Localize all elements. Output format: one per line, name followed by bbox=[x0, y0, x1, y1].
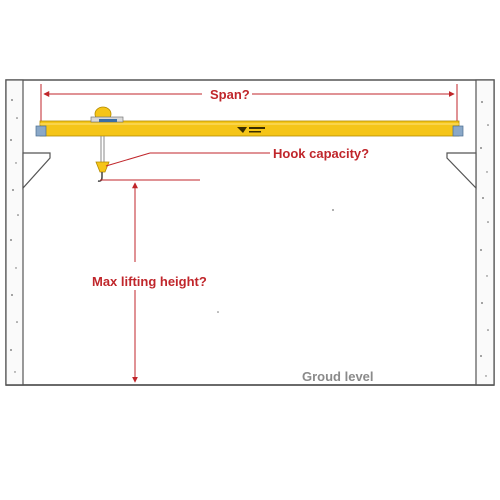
hook-capacity-leader bbox=[105, 152, 270, 167]
span-label: Span? bbox=[210, 87, 250, 102]
right-wall bbox=[475, 79, 495, 386]
lifting-height-dimension bbox=[100, 179, 200, 383]
crane-logo bbox=[237, 127, 265, 133]
hook-capacity-label: Hook capacity? bbox=[273, 146, 369, 161]
speckles bbox=[217, 209, 334, 313]
hoist-trolley bbox=[90, 106, 124, 123]
span-dimension bbox=[40, 84, 458, 125]
hook-block bbox=[95, 136, 110, 182]
left-rail-bracket bbox=[22, 152, 51, 190]
right-rail-bracket bbox=[446, 152, 477, 190]
max-lifting-height-label: Max lifting height? bbox=[92, 274, 207, 289]
left-wall bbox=[5, 79, 24, 386]
ground-level-label: Groud level bbox=[302, 369, 374, 384]
